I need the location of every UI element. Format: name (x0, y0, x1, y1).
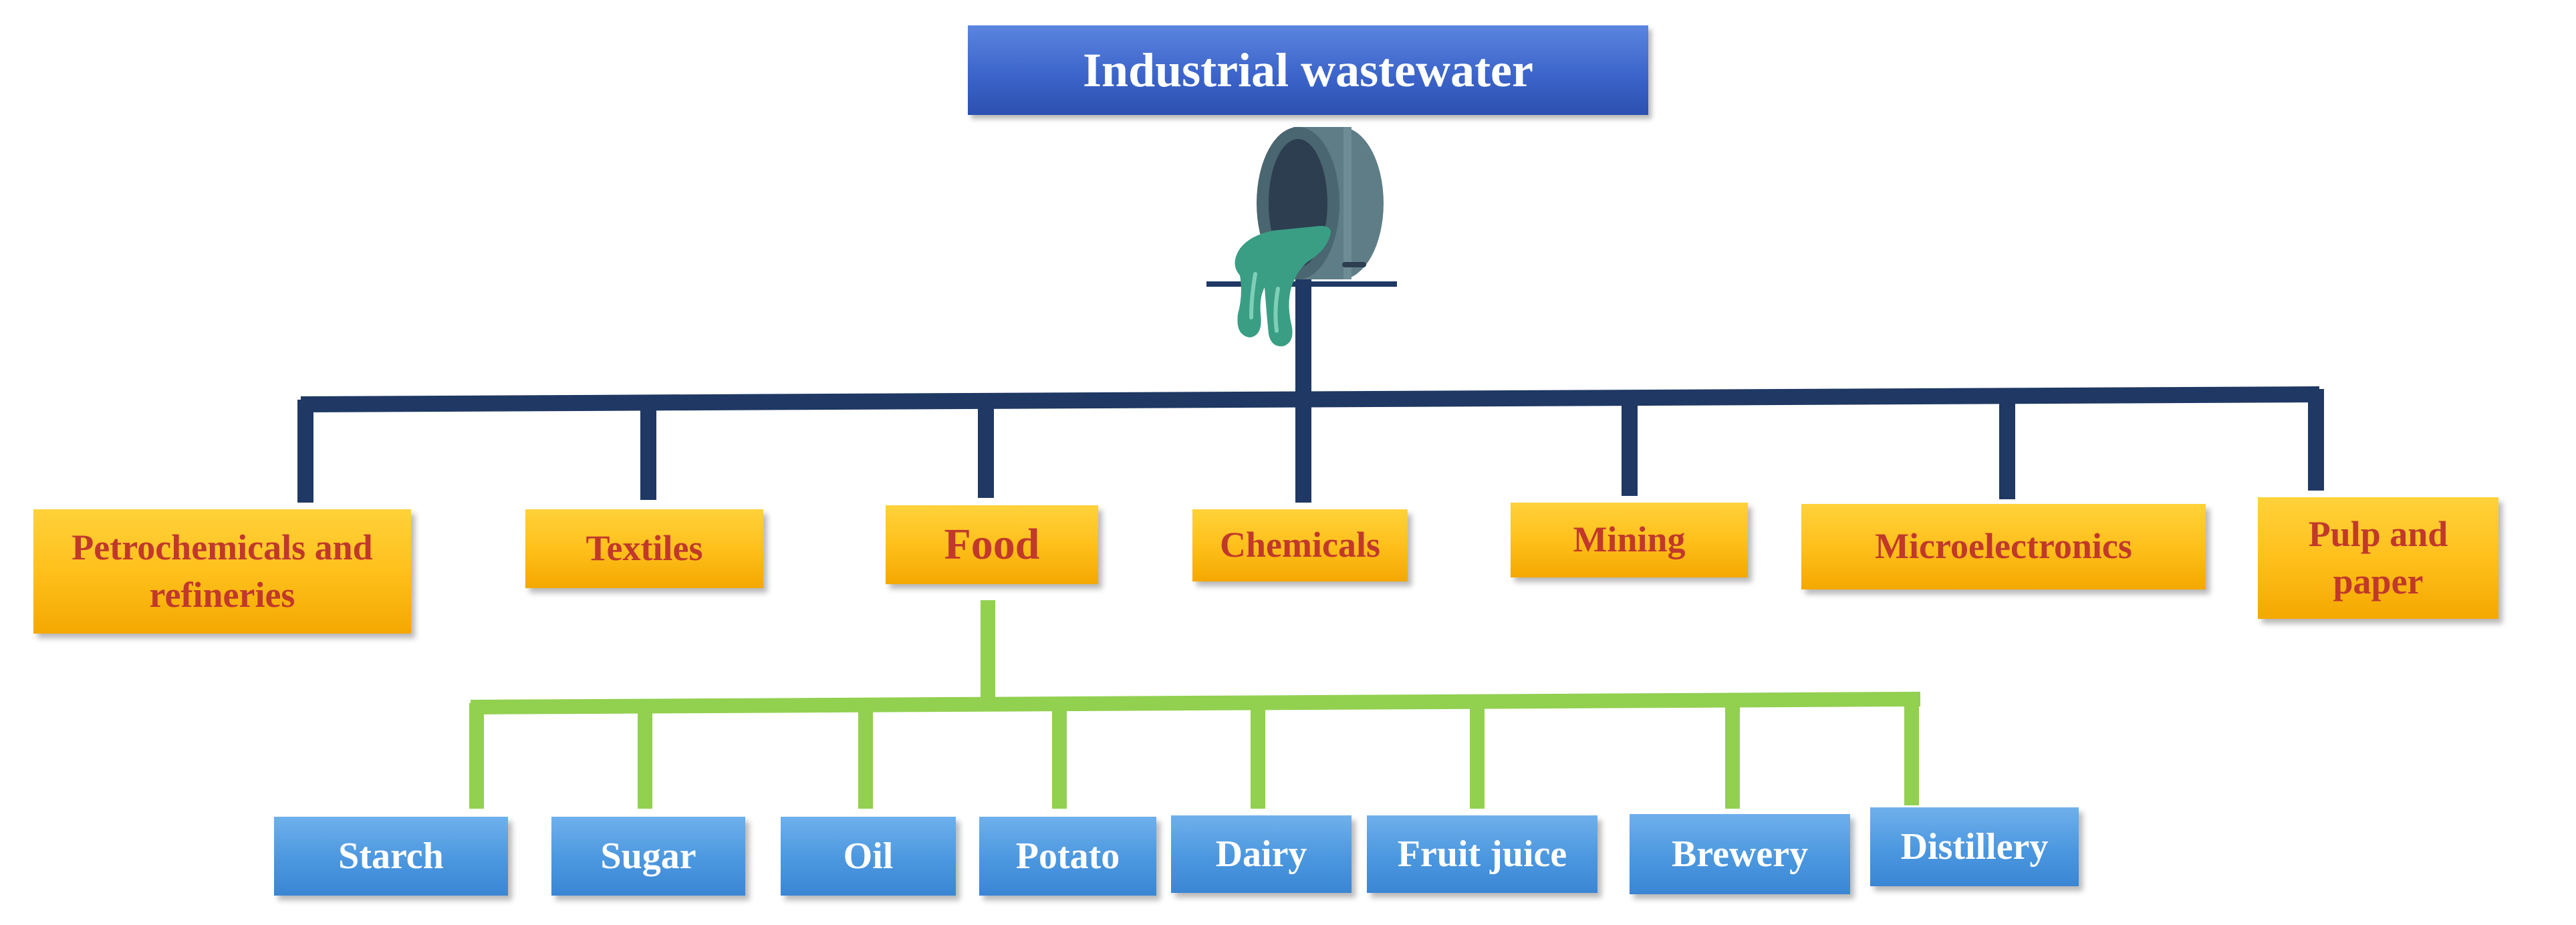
category-petrochemicals: Petrochemicals and refineries (33, 509, 411, 634)
category-textiles: Textiles (525, 509, 763, 588)
category-food: Food (886, 505, 1098, 584)
subcategory-brewery: Brewery (1630, 814, 1850, 894)
subcategory-distillery: Distillery (1870, 807, 2079, 886)
liquid-stream (1235, 226, 1331, 347)
main-connectors (297, 274, 2324, 503)
category-microelectronics: Microelectronics (1801, 504, 2206, 589)
category-pulp-and-paper: Pulp and paper (2258, 497, 2498, 619)
subcategory-dairy: Dairy (1171, 815, 1351, 893)
subcategory-starch: Starch (274, 817, 508, 896)
wastewater-pipe-icon (1206, 127, 1397, 347)
title-box: Industrial wastewater (968, 25, 1648, 115)
subcategory-oil: Oil (781, 817, 956, 896)
subcategory-sugar: Sugar (551, 817, 745, 896)
subcategory-potato: Potato (979, 817, 1156, 896)
food-bus-line (470, 692, 1921, 714)
category-mining: Mining (1511, 503, 1748, 577)
subcategory-fruit-juice: Fruit juice (1367, 815, 1597, 893)
food-connectors (469, 600, 1921, 809)
category-chemicals: Chemicals (1192, 509, 1408, 581)
